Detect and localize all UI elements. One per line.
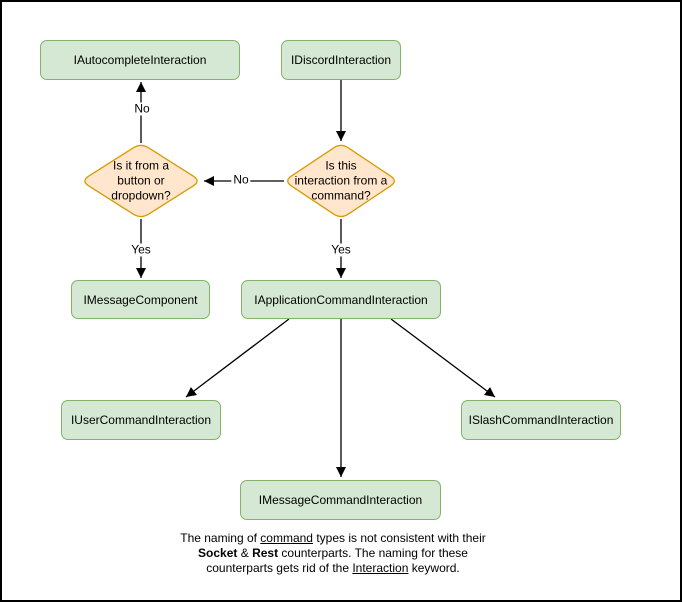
caption-line-3: counterparts gets rid of the Interaction… xyxy=(133,561,533,576)
node-message-component: IMessageComponent xyxy=(71,280,210,319)
decision-button-dropdown-label: Is it from a button or dropdown? xyxy=(111,159,170,204)
decision-button-dropdown-shape xyxy=(84,144,198,218)
caption-text: types is not consistent with their xyxy=(312,531,486,545)
node-label: IDiscordInteraction xyxy=(290,53,392,67)
decision-line: dropdown? xyxy=(111,188,171,203)
node-label: IMessageCommandInteraction xyxy=(258,493,423,507)
edge-label-yes-left: Yes xyxy=(129,242,153,257)
decision-line: Is this xyxy=(325,158,357,173)
node-label: IApplicationCommandInteraction xyxy=(254,292,428,307)
edge-label-no-top: No xyxy=(132,101,152,116)
node-label: IMessageComponent xyxy=(83,292,198,307)
node-user-command-interaction: IUserCommandInteraction xyxy=(61,400,221,440)
decision-from-command-shape xyxy=(287,144,395,218)
caption-text: keyword. xyxy=(408,561,460,575)
caption-line-2: Socket & Rest counterparts. The naming f… xyxy=(133,546,533,561)
node-label: IAutocompleteInteraction xyxy=(73,53,207,67)
node-label: ISlashCommandInteraction xyxy=(468,413,614,427)
decision-line: button or xyxy=(117,173,165,188)
node-autocomplete-interaction: IAutocompleteInteraction xyxy=(40,40,240,80)
caption: The naming of command types is not consi… xyxy=(133,531,533,576)
caption-bold-socket: Socket xyxy=(198,546,238,560)
node-message-command-interaction: IMessageCommandInteraction xyxy=(240,480,441,520)
edge-applicationcommand-to-slashcommand xyxy=(390,318,496,398)
node-slash-command-interaction: ISlashCommandInteraction xyxy=(461,400,621,440)
edge-applicationcommand-to-usercommand xyxy=(185,318,290,398)
caption-underline-command: command xyxy=(260,531,313,545)
decision-line: interaction from a xyxy=(294,173,388,188)
caption-line-1: The naming of command types is not consi… xyxy=(133,531,533,546)
caption-text: The naming of xyxy=(180,531,261,545)
caption-text: & xyxy=(237,546,253,560)
caption-underline-interaction: Interaction xyxy=(352,561,409,575)
caption-text: counterparts gets rid of the xyxy=(206,561,353,575)
edge-label-yes-right: Yes xyxy=(329,242,353,257)
decision-line: command? xyxy=(311,188,371,203)
node-label: IUserCommandInteraction xyxy=(70,413,212,427)
decision-from-command-label: Is this interaction from a command? xyxy=(295,159,388,204)
caption-bold-rest: Rest xyxy=(252,546,279,560)
caption-text: counterparts. The naming for these xyxy=(278,546,468,560)
node-discord-interaction: IDiscordInteraction xyxy=(281,40,401,80)
decision-line: Is it from a xyxy=(112,158,170,173)
node-application-command-interaction: IApplicationCommandInteraction xyxy=(241,280,441,319)
edge-label-no-between: No xyxy=(231,172,251,187)
